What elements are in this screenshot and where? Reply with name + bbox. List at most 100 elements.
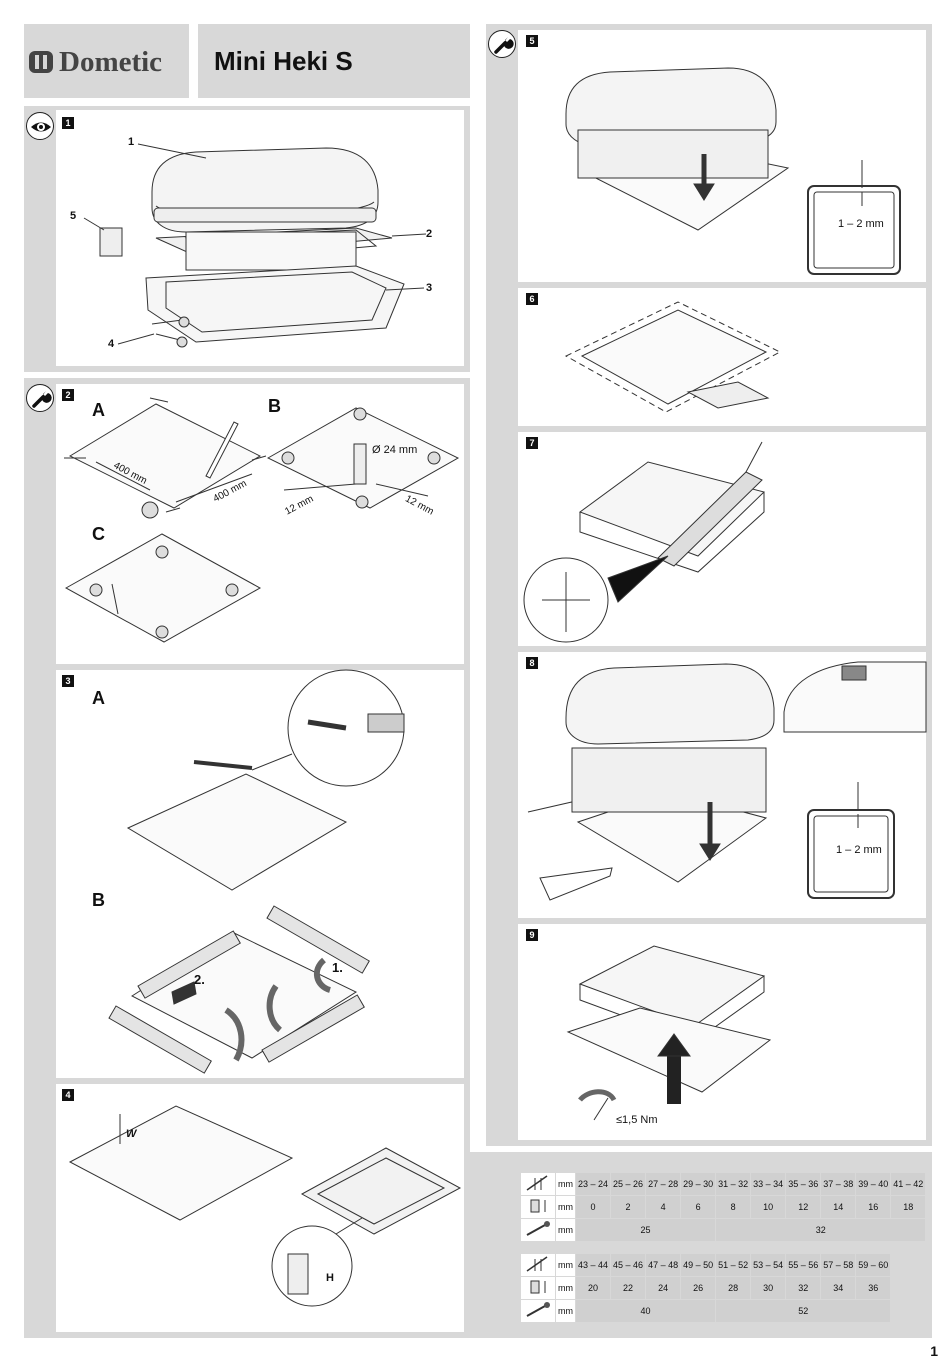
step-number-8: 8: [526, 657, 538, 669]
wrench-icon: [488, 30, 516, 58]
table-cell: 52: [716, 1300, 891, 1322]
step-number-5: 5: [526, 35, 538, 47]
part-label-1: 1: [128, 136, 135, 148]
order-label-2: 2.: [194, 972, 205, 987]
table-row-screw-length: mm 25 32: [521, 1219, 926, 1241]
wall-thickness-icon: [521, 1173, 555, 1195]
table-cell: 35 – 36: [786, 1173, 821, 1195]
table-cell: 49 – 50: [681, 1254, 716, 1276]
variant-c-label: C: [92, 524, 105, 544]
table-cell: 40: [576, 1300, 716, 1322]
unit-label: mm: [556, 1196, 575, 1218]
diameter-label: Ø 24 mm: [372, 444, 418, 456]
unit-label: mm: [556, 1173, 575, 1195]
table-cell: 23 – 24: [576, 1173, 611, 1195]
height-label-h: H: [326, 1272, 334, 1284]
sealant-application-illustration: [523, 441, 765, 643]
screw-icon: [521, 1219, 555, 1241]
gap-label: 1 – 2 mm: [838, 218, 884, 230]
table-row-frame-height: mm 20 22 24 26 28 30 32 34 36: [521, 1277, 891, 1299]
order-label-1: 1.: [332, 960, 343, 975]
table-cell: 43 – 44: [576, 1254, 611, 1276]
table-cell: 28: [716, 1277, 751, 1299]
frame-height-icon: [521, 1277, 555, 1299]
cleaning-illustration: [564, 301, 782, 413]
table-cell: 53 – 54: [751, 1254, 786, 1276]
panel-step-7: [518, 432, 926, 646]
step-number-3: 3: [62, 675, 74, 687]
table-cell: 6: [681, 1196, 716, 1218]
table-cell: 25 – 26: [611, 1173, 646, 1195]
panel-step-6: [518, 288, 926, 426]
dometic-logo-icon: [29, 51, 53, 73]
torque-label: ≤1,5 Nm: [616, 1114, 658, 1126]
table-cell: 45 – 46: [611, 1254, 646, 1276]
exploded-view-illustration: [83, 143, 427, 348]
panel-step-5: 1 – 2 mm: [518, 30, 926, 282]
table-cell: 29 – 30: [681, 1173, 716, 1195]
unit-label: mm: [556, 1254, 575, 1276]
inner-frame-insertion-illustration: [565, 67, 901, 275]
variant-b-label: B: [268, 396, 281, 416]
frame-height-icon: [521, 1196, 555, 1218]
eye-icon: [26, 112, 54, 140]
table-cell: 2: [611, 1196, 646, 1218]
step-number-2: 2: [62, 389, 74, 401]
screw-icon: [521, 1300, 555, 1322]
table-cell: 34: [821, 1277, 856, 1299]
step-number-7: 7: [526, 437, 538, 449]
panel-step-8: 1 – 2 mm: [518, 652, 927, 918]
panel-step-1: 1 5 2 3 4: [56, 110, 464, 366]
part-label-2: 2: [426, 228, 433, 240]
table-cell: 30: [751, 1277, 786, 1299]
part-label-5: 5: [70, 210, 77, 222]
variant-a-label: A: [92, 688, 105, 708]
table-cell: 4: [646, 1196, 681, 1218]
table-cell: 20: [576, 1277, 611, 1299]
table-cell: 14: [821, 1196, 856, 1218]
wrench-icon: [26, 384, 54, 412]
table-row-wall-thickness: mm 23 – 24 25 – 26 27 – 28 29 – 30 31 – …: [521, 1173, 926, 1195]
header-title-box: [198, 24, 470, 98]
part-label-4: 4: [108, 338, 115, 350]
table-cell: 36: [856, 1277, 891, 1299]
table-cell: 0: [576, 1196, 611, 1218]
panel-step-4: W H: [56, 1084, 464, 1332]
page-number: 1: [930, 1343, 938, 1359]
unit-label: mm: [556, 1219, 575, 1241]
product-title: Mini Heki S: [214, 46, 353, 76]
table-cell: 12: [786, 1196, 821, 1218]
variant-a-label: A: [92, 400, 105, 420]
inner-frame-screwing-illustration: [566, 945, 772, 1121]
table-cell: 41 – 42: [891, 1173, 926, 1195]
panel-step-9: ≤1,5 Nm: [518, 924, 926, 1140]
cutout-marking-illustration: [64, 397, 460, 643]
table-cell: 37 – 38: [821, 1173, 856, 1195]
variant-b-label: B: [92, 890, 105, 910]
table-cell: 55 – 56: [786, 1254, 821, 1276]
roof-installation-illustration: [527, 661, 927, 901]
table-cell: 8: [716, 1196, 751, 1218]
table-cell: 16: [856, 1196, 891, 1218]
table-cell: 18: [891, 1196, 926, 1218]
gap-label: 1 – 2 mm: [836, 844, 882, 856]
table-cell: 25: [576, 1219, 716, 1241]
table-cell: 51 – 52: [716, 1254, 751, 1276]
roof-thickness-illustration: [68, 1105, 462, 1307]
table-cell: 31 – 32: [716, 1173, 751, 1195]
cutting-illustration: [108, 669, 405, 1074]
table-cell: 47 – 48: [646, 1254, 681, 1276]
step-number-9: 9: [526, 929, 538, 941]
width-label-w: W: [126, 1128, 137, 1140]
brand-logo: Dometic: [28, 46, 162, 78]
table-cell: 32: [786, 1277, 821, 1299]
spec-table-top: mm 23 – 24 25 – 26 27 – 28 29 – 30 31 – …: [520, 1172, 926, 1242]
table-cell: 32: [716, 1219, 926, 1241]
step-number-1: 1: [62, 117, 74, 129]
unit-label: mm: [556, 1277, 575, 1299]
table-row-wall-thickness: mm 43 – 44 45 – 46 47 – 48 49 – 50 51 – …: [521, 1254, 891, 1276]
table-cell: 39 – 40: [856, 1173, 891, 1195]
table-cell: 24: [646, 1277, 681, 1299]
step-number-4: 4: [62, 1089, 74, 1101]
spec-table-bottom: mm 43 – 44 45 – 46 47 – 48 49 – 50 51 – …: [520, 1253, 891, 1323]
